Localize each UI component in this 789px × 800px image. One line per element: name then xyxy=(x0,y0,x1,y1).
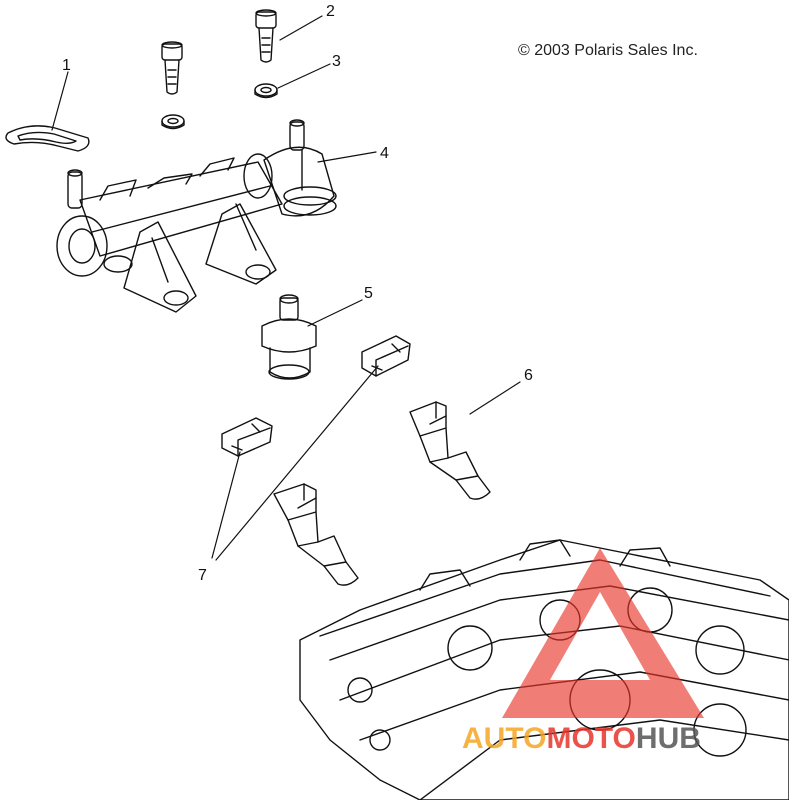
watermark-triangle-icon xyxy=(502,548,704,718)
watermark-moto: MOTO xyxy=(546,722,635,755)
callout-7: 7 xyxy=(198,567,207,584)
watermark-logo: AUTOMOTOHUB xyxy=(462,548,704,755)
fuel-injector-icon xyxy=(409,401,491,500)
callout-2: 2 xyxy=(326,3,335,20)
washer-icon xyxy=(161,114,185,130)
callout-3: 3 xyxy=(332,53,341,70)
leader-lines xyxy=(51,15,521,561)
injector-connector-icon xyxy=(221,417,273,457)
callout-4: 4 xyxy=(380,145,389,162)
callout-1: 1 xyxy=(62,57,71,74)
callout-labels: 1 2 3 4 5 6 7 xyxy=(62,3,533,584)
fuel-injector-icon xyxy=(273,483,359,586)
callout-6: 6 xyxy=(524,367,533,384)
cap-screw-icon xyxy=(255,9,277,63)
svg-text:AUTOMOTOHUB: AUTOMOTOHUB xyxy=(462,722,701,755)
watermark-auto: AUTO xyxy=(462,722,546,755)
pressure-regulator-icon xyxy=(261,294,317,380)
fuel-rail-icon xyxy=(56,119,337,313)
gasket-icon xyxy=(5,125,90,152)
watermark-hub: HUB xyxy=(636,722,701,755)
injector-connector-icon xyxy=(361,335,411,377)
copyright-notice: © 2003 Polaris Sales Inc. xyxy=(518,42,698,59)
callout-5: 5 xyxy=(364,285,373,302)
washer-icon xyxy=(254,83,278,99)
cap-screw-icon xyxy=(161,41,183,95)
